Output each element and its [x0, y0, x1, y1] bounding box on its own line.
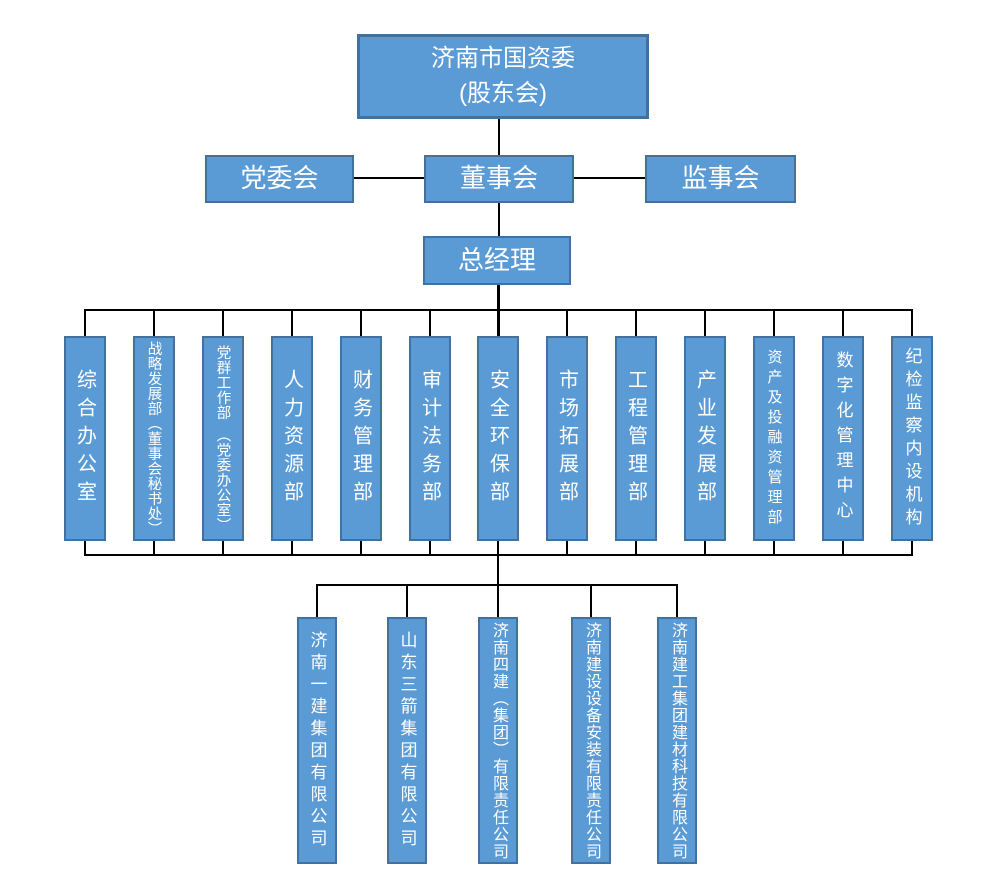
connector-line: [574, 177, 645, 179]
connector-line: [429, 541, 431, 556]
department-box-label: 数字化管理中心: [833, 351, 853, 526]
department-box: 财务管理部: [340, 336, 382, 541]
board-of-directors-label: 董事会: [459, 163, 538, 194]
board-of-supervisors-box: 监事会: [645, 155, 796, 203]
connector-line: [676, 584, 678, 617]
connector-line: [566, 541, 568, 556]
department-box: 产业发展部: [684, 336, 726, 541]
connector-line: [497, 584, 499, 617]
department-box: 资产及投融资管理部: [753, 336, 795, 541]
connector-line: [635, 541, 637, 556]
subsidiary-box-label: 济南建工集团建材科技有限公司: [669, 621, 686, 860]
root-shareholder-box: 济南市国资委 (股东会): [357, 34, 649, 119]
connector-line: [291, 541, 293, 556]
subsidiary-box: 济南建设设备安装有限责任公司: [571, 617, 611, 864]
general-manager-box: 总经理: [423, 236, 571, 285]
connector-line: [704, 541, 706, 556]
connector-line: [429, 309, 431, 336]
department-box-label: 纪检监察内设机构: [902, 346, 922, 531]
subsidiary-box-label: 济南四建（集团）有限责任公司: [490, 621, 507, 860]
connector-line: [497, 309, 499, 336]
subsidiary-box: 济南四建（集团）有限责任公司: [478, 617, 518, 864]
board-of-directors-box: 董事会: [424, 155, 574, 203]
department-box-label: 党群工作部 （党委办公室）: [214, 344, 231, 533]
department-box: 工程管理部: [615, 336, 657, 541]
connector-line: [291, 309, 293, 336]
connector-line: [360, 309, 362, 336]
connector-line: [704, 309, 706, 336]
connector-line: [911, 541, 913, 556]
connector-line: [354, 177, 424, 179]
connector-line: [773, 541, 775, 556]
connector-line: [360, 541, 362, 556]
department-box-label: 战略发展部（董事会秘书处）: [145, 341, 162, 536]
connector-line: [316, 584, 318, 617]
connector-line: [153, 309, 155, 336]
subsidiary-box: 济南一建集团有限公司: [297, 617, 337, 864]
connector-line: [498, 203, 500, 236]
connector-line: [842, 309, 844, 336]
subsidiary-box: 山东三箭集团有限公司: [387, 617, 427, 864]
root-shareholder-label: 济南市国资委 (股东会): [431, 44, 575, 107]
connector-line: [773, 309, 775, 336]
connector-line: [497, 554, 499, 586]
department-box: 数字化管理中心: [822, 336, 864, 541]
department-box-label: 人力资源部: [280, 368, 303, 509]
party-committee-label: 党委会: [240, 163, 319, 194]
connector-line: [222, 541, 224, 556]
board-of-supervisors-label: 监事会: [681, 163, 760, 194]
connector-line: [497, 541, 499, 556]
subsidiary-box-label: 山东三箭集团有限公司: [397, 630, 417, 851]
department-box: 综合办公室: [64, 336, 106, 541]
connector-line: [153, 541, 155, 556]
connector-line: [84, 309, 86, 336]
department-box: 人力资源部: [271, 336, 313, 541]
connector-line: [566, 309, 568, 336]
subsidiary-box: 济南建工集团建材科技有限公司: [657, 617, 697, 864]
connector-line: [911, 309, 913, 336]
connector-line: [498, 119, 500, 155]
department-box-label: 工程管理部: [624, 368, 647, 509]
subsidiary-box-label: 济南一建集团有限公司: [307, 630, 327, 851]
department-box-label: 财务管理部: [349, 368, 372, 509]
department-box-label: 市场拓展部: [555, 368, 578, 509]
connector-line: [84, 541, 86, 556]
department-box: 纪检监察内设机构: [891, 336, 933, 541]
connector-line: [590, 584, 592, 617]
connector-line: [222, 309, 224, 336]
department-box: 审计法务部: [409, 336, 451, 541]
department-box-label: 审计法务部: [418, 368, 441, 509]
general-manager-label: 总经理: [457, 244, 536, 275]
party-committee-box: 党委会: [205, 155, 354, 203]
department-box: 安全环保部: [477, 336, 519, 541]
subsidiary-box-label: 济南建设设备安装有限责任公司: [583, 621, 600, 860]
department-box: 市场拓展部: [546, 336, 588, 541]
department-box-label: 安全环保部: [486, 368, 509, 509]
department-box: 党群工作部 （党委办公室）: [202, 336, 244, 541]
connector-line: [406, 584, 408, 617]
connector-line: [635, 309, 637, 336]
department-box-label: 综合办公室: [73, 368, 96, 509]
department-box-label: 资产及投融资管理部: [765, 348, 783, 529]
connector-line: [842, 541, 844, 556]
department-box-label: 产业发展部: [693, 368, 716, 509]
department-box: 战略发展部（董事会秘书处）: [133, 336, 175, 541]
